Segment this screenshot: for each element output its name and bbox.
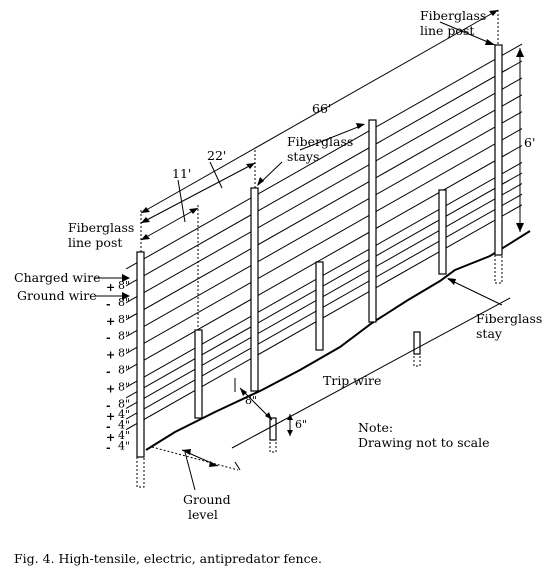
dimension-66-label: 66'	[312, 101, 331, 116]
dimension-6-label: 6'	[524, 135, 535, 150]
wire-sign: +	[106, 281, 115, 294]
trip-wire-stay-2	[413, 331, 421, 355]
fence-wire	[125, 183, 523, 409]
dimension-11-label: 11'	[172, 166, 191, 181]
fence-wire	[125, 111, 523, 338]
label-ground-level-2: level	[188, 507, 218, 522]
label-stays: Fiberglass	[287, 134, 353, 149]
dimension-11	[140, 207, 199, 241]
wire-sign: -	[106, 421, 111, 434]
wire-sign: +	[106, 349, 115, 362]
wire-sign: +	[106, 382, 115, 395]
fence-wires	[125, 43, 523, 431]
fiberglass-stay-2	[368, 119, 377, 323]
label-line-post-top-2: line post	[420, 23, 474, 38]
trip-height-label: 6"	[295, 418, 307, 431]
label-line-post-left-2: line post	[68, 235, 122, 250]
fence-wire	[125, 77, 523, 304]
fence-wire	[125, 145, 523, 371]
fence-wire	[125, 94, 523, 321]
label-stay-right-2: stay	[476, 326, 503, 341]
label-trip-wire: Trip wire	[323, 373, 381, 388]
label-note-2: Drawing not to scale	[358, 435, 490, 450]
wire-spacing: 8"	[118, 364, 130, 377]
wire-sign: -	[106, 399, 111, 412]
label-ground-level: Ground	[183, 492, 231, 507]
fiberglass-stay-short-2	[315, 261, 324, 351]
label-stay-right: Fiberglass	[476, 311, 542, 326]
line-post-left	[136, 251, 145, 458]
wire-sign: +	[106, 410, 115, 423]
fence-wire	[125, 172, 523, 399]
ground-line	[145, 230, 531, 451]
wire-spacing: 4"	[118, 408, 130, 421]
wire-sign: -	[106, 298, 111, 311]
wire-spacing: 8"	[118, 347, 130, 360]
wire-spacing: 8"	[118, 380, 130, 393]
left-post-buried	[136, 456, 145, 488]
wire-sign: +	[106, 315, 115, 328]
wire-sign: -	[106, 332, 111, 345]
wire-spacing: 8"	[118, 330, 130, 343]
label-line-post-top: Fiberglass	[420, 8, 486, 23]
label-stays-2: stays	[287, 149, 319, 164]
fence-wire	[125, 204, 523, 431]
fence-wire	[125, 161, 523, 388]
fence-wire	[125, 60, 523, 287]
wire-sign: -	[106, 442, 111, 455]
wire-spacing: 8"	[118, 397, 130, 410]
wire-spacing: 4"	[118, 440, 130, 453]
trip-wire-stay-1	[269, 417, 277, 441]
label-line-post-left: Fiberglass	[68, 220, 134, 235]
dimension-66	[140, 9, 499, 214]
fence-wire	[125, 193, 523, 420]
fence-wire	[125, 43, 523, 270]
dimension-22-label: 22'	[207, 148, 226, 163]
trip-offset-label: 8"	[245, 394, 257, 407]
fiberglass-stay-1	[250, 187, 259, 392]
wire-spacing: 8"	[118, 279, 130, 292]
fiberglass-stay-short-3	[438, 189, 447, 275]
wire-spacing: 8"	[118, 296, 130, 309]
wire-spacing: 4"	[118, 429, 130, 442]
wire-labels: +8"-8"+8"-8"+8"-8"+8"-8"+4"-4"+4"-4"	[106, 279, 130, 455]
wire-sign: +	[106, 431, 115, 444]
line-post-right	[494, 44, 503, 256]
wire-spacing: 4"	[118, 419, 130, 432]
fiberglass-stay-short-1	[194, 329, 203, 419]
label-note: Note:	[358, 420, 393, 435]
label-charged-wire: Charged wire	[14, 270, 101, 285]
right-post-buried	[494, 254, 503, 284]
figure-caption: Fig. 4. High-tensile, electric, antipred…	[14, 551, 322, 566]
wire-spacing: 8"	[118, 313, 130, 326]
dimension-22	[140, 162, 256, 224]
wire-sign: -	[106, 366, 111, 379]
label-ground-wire: Ground wire	[17, 288, 97, 303]
trip-wire	[231, 297, 511, 449]
fence-wire	[125, 128, 523, 354]
